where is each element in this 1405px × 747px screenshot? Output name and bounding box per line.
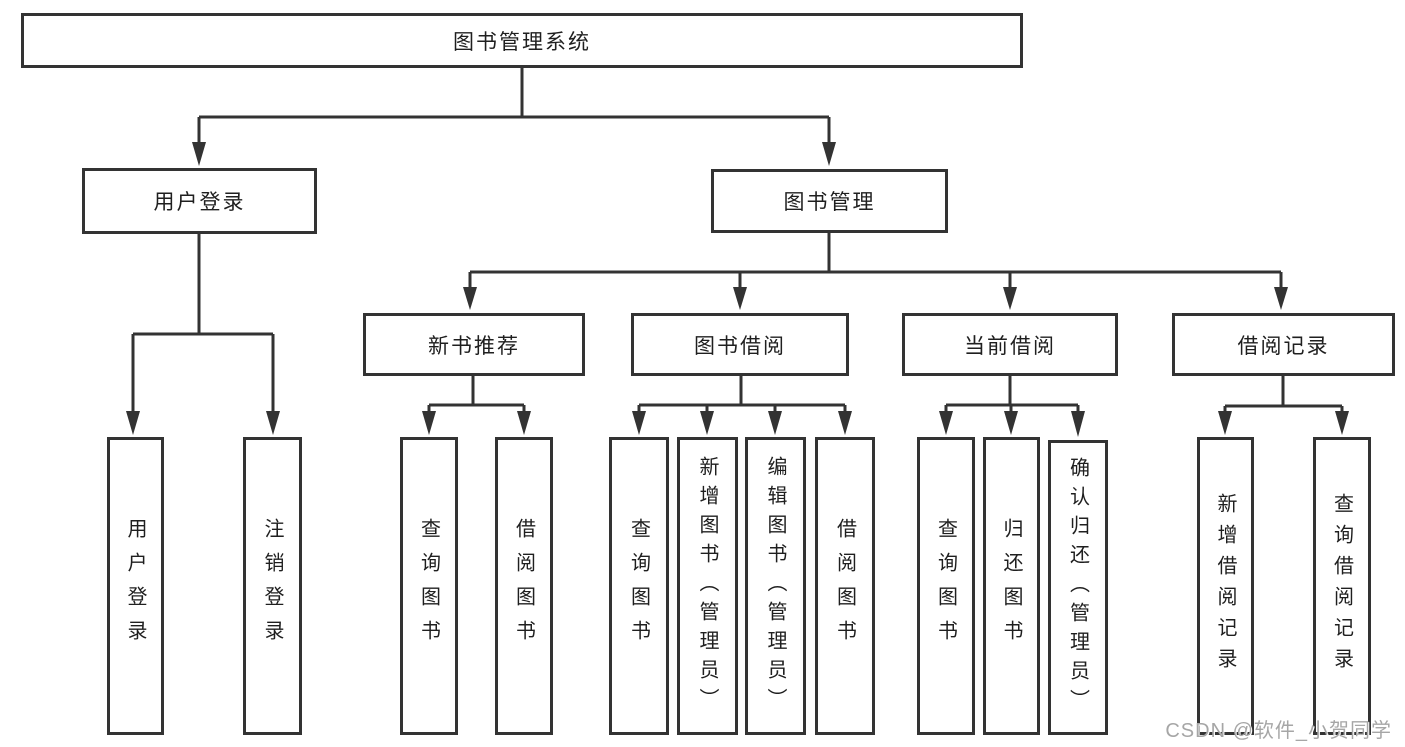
leaf-record-add-record: 新增借阅记录 <box>1197 437 1254 735</box>
arrowheads <box>126 142 1349 437</box>
watermark: CSDN @软件_小贺同学 <box>1165 720 1392 742</box>
arrow-icon <box>422 411 436 435</box>
leaf-current-query-book: 查询图书 <box>917 437 975 735</box>
leaf-record-query-record: 查询借阅记录 <box>1313 437 1371 735</box>
arrow-icon <box>632 411 646 435</box>
leaf-logout: 注销登录 <box>243 437 302 735</box>
arrow-icon <box>1004 411 1018 435</box>
arrow-icon <box>1218 411 1232 435</box>
node-book-borrow: 图书借阅 <box>631 313 849 376</box>
node-new-book-recommend: 新书推荐 <box>363 313 585 376</box>
connector-bookborrow-to-leaves <box>637 376 847 414</box>
leaf-user-login: 用户登录 <box>107 437 164 735</box>
leaf-newbook-borrow-book: 借阅图书 <box>495 437 553 735</box>
leaf-borrow-add-book-admin: 新增图书（管理员） <box>677 437 738 735</box>
connector-userlogin-to-leaves <box>131 234 275 414</box>
connector-root-to-level2 <box>197 68 831 150</box>
leaf-current-confirm-return-admin: 确认归还（管理员） <box>1048 440 1108 735</box>
arrow-icon <box>1335 411 1349 435</box>
arrow-icon <box>1274 287 1288 310</box>
arrow-icon <box>822 142 836 166</box>
leaf-current-return-book: 归还图书 <box>983 437 1040 735</box>
leaf-borrow-borrow-book: 借阅图书 <box>815 437 875 735</box>
connector-bookmgmt-to-level3 <box>468 233 1283 292</box>
arrow-icon <box>1003 287 1017 310</box>
leaf-newbook-query-book: 查询图书 <box>400 437 458 735</box>
node-root-system: 图书管理系统 <box>21 13 1023 68</box>
arrow-icon <box>939 411 953 435</box>
node-book-management: 图书管理 <box>711 169 948 233</box>
arrow-icon <box>733 287 747 310</box>
arrow-icon <box>192 142 206 166</box>
arrow-icon <box>266 411 280 435</box>
node-borrow-record: 借阅记录 <box>1172 313 1395 376</box>
leaf-borrow-edit-book-admin: 编辑图书（管理员） <box>745 437 806 735</box>
arrow-icon <box>126 411 140 435</box>
node-current-borrow: 当前借阅 <box>902 313 1118 376</box>
leaf-borrow-query-book: 查询图书 <box>609 437 669 735</box>
connector-borrowrecord-to-leaves <box>1223 376 1344 414</box>
arrow-icon <box>1071 411 1085 437</box>
node-user-login: 用户登录 <box>82 168 317 234</box>
arrow-icon <box>838 411 852 435</box>
connector-newbook-to-leaves <box>427 376 526 414</box>
arrow-icon <box>700 411 714 435</box>
arrow-icon <box>463 287 477 310</box>
arrow-icon <box>517 411 531 435</box>
arrow-icon <box>768 411 782 435</box>
connector-currentborrow-to-leaves <box>944 376 1080 414</box>
